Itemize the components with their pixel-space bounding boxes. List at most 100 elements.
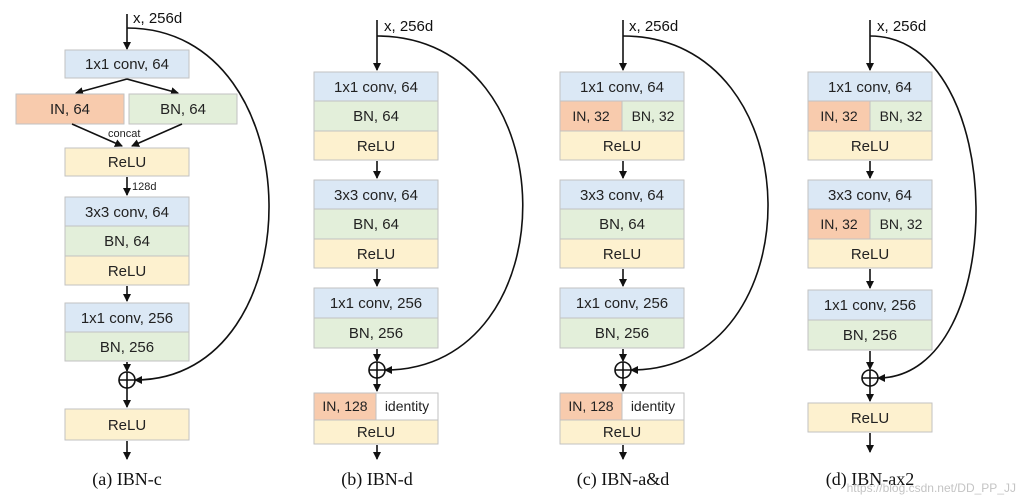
identity-label: identity xyxy=(385,398,429,414)
block-relu-1: ReLU xyxy=(559,130,685,161)
block-relu-out: ReLU xyxy=(313,419,439,445)
bn-256-label: BN, 256 xyxy=(100,339,154,356)
block-in-128: IN, 128 xyxy=(313,392,377,421)
in-32-b-box xyxy=(807,208,871,240)
bn-64-branch-box xyxy=(128,93,238,125)
bn-256-label: BN, 256 xyxy=(595,325,649,342)
bn-256-box xyxy=(313,317,439,349)
caption-ibn-d: (b) IBN-d xyxy=(341,469,412,490)
block-conv1x1-256: 1x1 conv, 256 xyxy=(807,289,933,321)
block-conv1x1-256: 1x1 conv, 256 xyxy=(313,287,439,319)
skip-connection xyxy=(376,35,524,374)
block-in-32-a: IN, 32 xyxy=(807,100,871,132)
conv1x1-64-box xyxy=(64,49,190,79)
bn-32-b-box xyxy=(869,208,933,240)
relu-out-box xyxy=(807,402,933,433)
concat-arrow-right xyxy=(131,123,183,147)
skip-connection xyxy=(869,35,977,382)
relu-out-box xyxy=(559,419,685,445)
panel-ibn-c: x, 256d 1x1 conv, 64 IN, 64 BN, 64 conca… xyxy=(15,10,270,490)
block-conv1x1-256: 1x1 conv, 256 xyxy=(64,302,190,333)
relu-out-label: ReLU xyxy=(851,410,889,427)
block-conv3x3-64: 3x3 conv, 64 xyxy=(313,179,439,210)
panel-ibn-ax2: x, 256d 1x1 conv, 64 IN, 32 BN, 32 ReLU xyxy=(807,18,977,490)
skip-connection xyxy=(622,35,769,374)
relu-2-box xyxy=(807,238,933,269)
block-bn-256: BN, 256 xyxy=(313,317,439,349)
conv1x1-64-label: 1x1 conv, 64 xyxy=(828,79,912,96)
block-bn-64: BN, 64 xyxy=(559,208,685,240)
bn-32-a-label: BN, 32 xyxy=(880,108,923,124)
block-identity: identity xyxy=(621,392,685,421)
conv1x1-256-box xyxy=(807,289,933,321)
relu-1-box xyxy=(313,130,439,161)
in-64-label: IN, 64 xyxy=(50,101,90,118)
panel-ibn-d: x, 256d 1x1 conv, 64 BN, 64 ReLU 3x3 con… xyxy=(313,18,524,490)
add-operator xyxy=(368,361,386,379)
input-label: x, 256d xyxy=(877,18,926,35)
block-relu-out: ReLU xyxy=(807,402,933,433)
conv1x1-256-label: 1x1 conv, 256 xyxy=(330,295,422,312)
block-conv1x1-64: 1x1 conv, 64 xyxy=(313,71,439,102)
input-label: x, 256d xyxy=(133,10,182,27)
conv3x3-64-label: 3x3 conv, 64 xyxy=(580,187,664,204)
input-label: x, 256d xyxy=(629,18,678,35)
conv3x3-64-label: 3x3 conv, 64 xyxy=(85,204,169,221)
conv1x1-256-label: 1x1 conv, 256 xyxy=(81,310,173,327)
identity-box xyxy=(621,392,685,421)
in-64-box xyxy=(15,93,125,125)
bn-32-b-label: BN, 32 xyxy=(880,216,923,232)
in-128-label: IN, 128 xyxy=(568,398,613,414)
block-bn-64-a: BN, 64 xyxy=(313,100,439,132)
relu-1-label: ReLU xyxy=(603,138,641,155)
relu-out-box xyxy=(313,419,439,445)
relu-2-label: ReLU xyxy=(603,246,641,263)
relu-1-label: ReLU xyxy=(357,138,395,155)
in-128-label: IN, 128 xyxy=(322,398,367,414)
skip-connection xyxy=(126,27,270,384)
block-identity: identity xyxy=(375,392,439,421)
concat-annotation: concat xyxy=(108,128,140,140)
relu-2-label: ReLU xyxy=(357,246,395,263)
block-conv1x1-256: 1x1 conv, 256 xyxy=(559,287,685,319)
relu-out-box xyxy=(64,408,190,441)
relu-2-box xyxy=(559,238,685,269)
conv1x1-64-box xyxy=(313,71,439,102)
identity-box xyxy=(375,392,439,421)
conv3x3-64-box xyxy=(313,179,439,210)
block-in-32-b: IN, 32 xyxy=(807,208,871,240)
conv1x1-64-label: 1x1 conv, 64 xyxy=(580,79,664,96)
block-bn-64: BN, 64 xyxy=(64,225,190,257)
relu-1-label: ReLU xyxy=(108,154,146,171)
block-conv3x3-64: 3x3 conv, 64 xyxy=(807,179,933,210)
bn-64-box xyxy=(64,225,190,257)
bn-64-label: BN, 64 xyxy=(599,216,645,233)
conv1x1-64-box xyxy=(807,71,933,102)
block-conv1x1-64: 1x1 conv, 64 xyxy=(807,71,933,102)
in-32-a-label: IN, 32 xyxy=(820,108,858,124)
block-in-128: IN, 128 xyxy=(559,392,623,421)
bn-32-label: BN, 32 xyxy=(632,108,675,124)
block-relu-2: ReLU xyxy=(559,238,685,269)
conv1x1-64-label: 1x1 conv, 64 xyxy=(85,56,169,73)
block-bn-256: BN, 256 xyxy=(64,331,190,362)
bn-64-b-label: BN, 64 xyxy=(353,216,399,233)
block-bn-64-branch: BN, 64 xyxy=(128,93,238,125)
block-bn-32: BN, 32 xyxy=(621,100,685,132)
block-conv1x1-64: 1x1 conv, 64 xyxy=(64,49,190,79)
add-operator xyxy=(861,369,879,387)
add-operator xyxy=(118,371,136,389)
bn-256-box xyxy=(807,319,933,351)
conv3x3-64-box xyxy=(64,196,190,227)
panel-ibn-a-and-d: x, 256d 1x1 conv, 64 IN, 32 BN, 32 ReLU xyxy=(559,18,769,490)
relu-2-box xyxy=(64,255,190,286)
block-relu-1: ReLU xyxy=(807,130,933,161)
relu-1-box xyxy=(559,130,685,161)
add-operator xyxy=(614,361,632,379)
bn-64-a-box xyxy=(313,100,439,132)
block-conv3x3-64: 3x3 conv, 64 xyxy=(559,179,685,210)
bn-256-box xyxy=(559,317,685,349)
bn-32-box xyxy=(621,100,685,132)
conv3x3-64-label: 3x3 conv, 64 xyxy=(828,187,912,204)
